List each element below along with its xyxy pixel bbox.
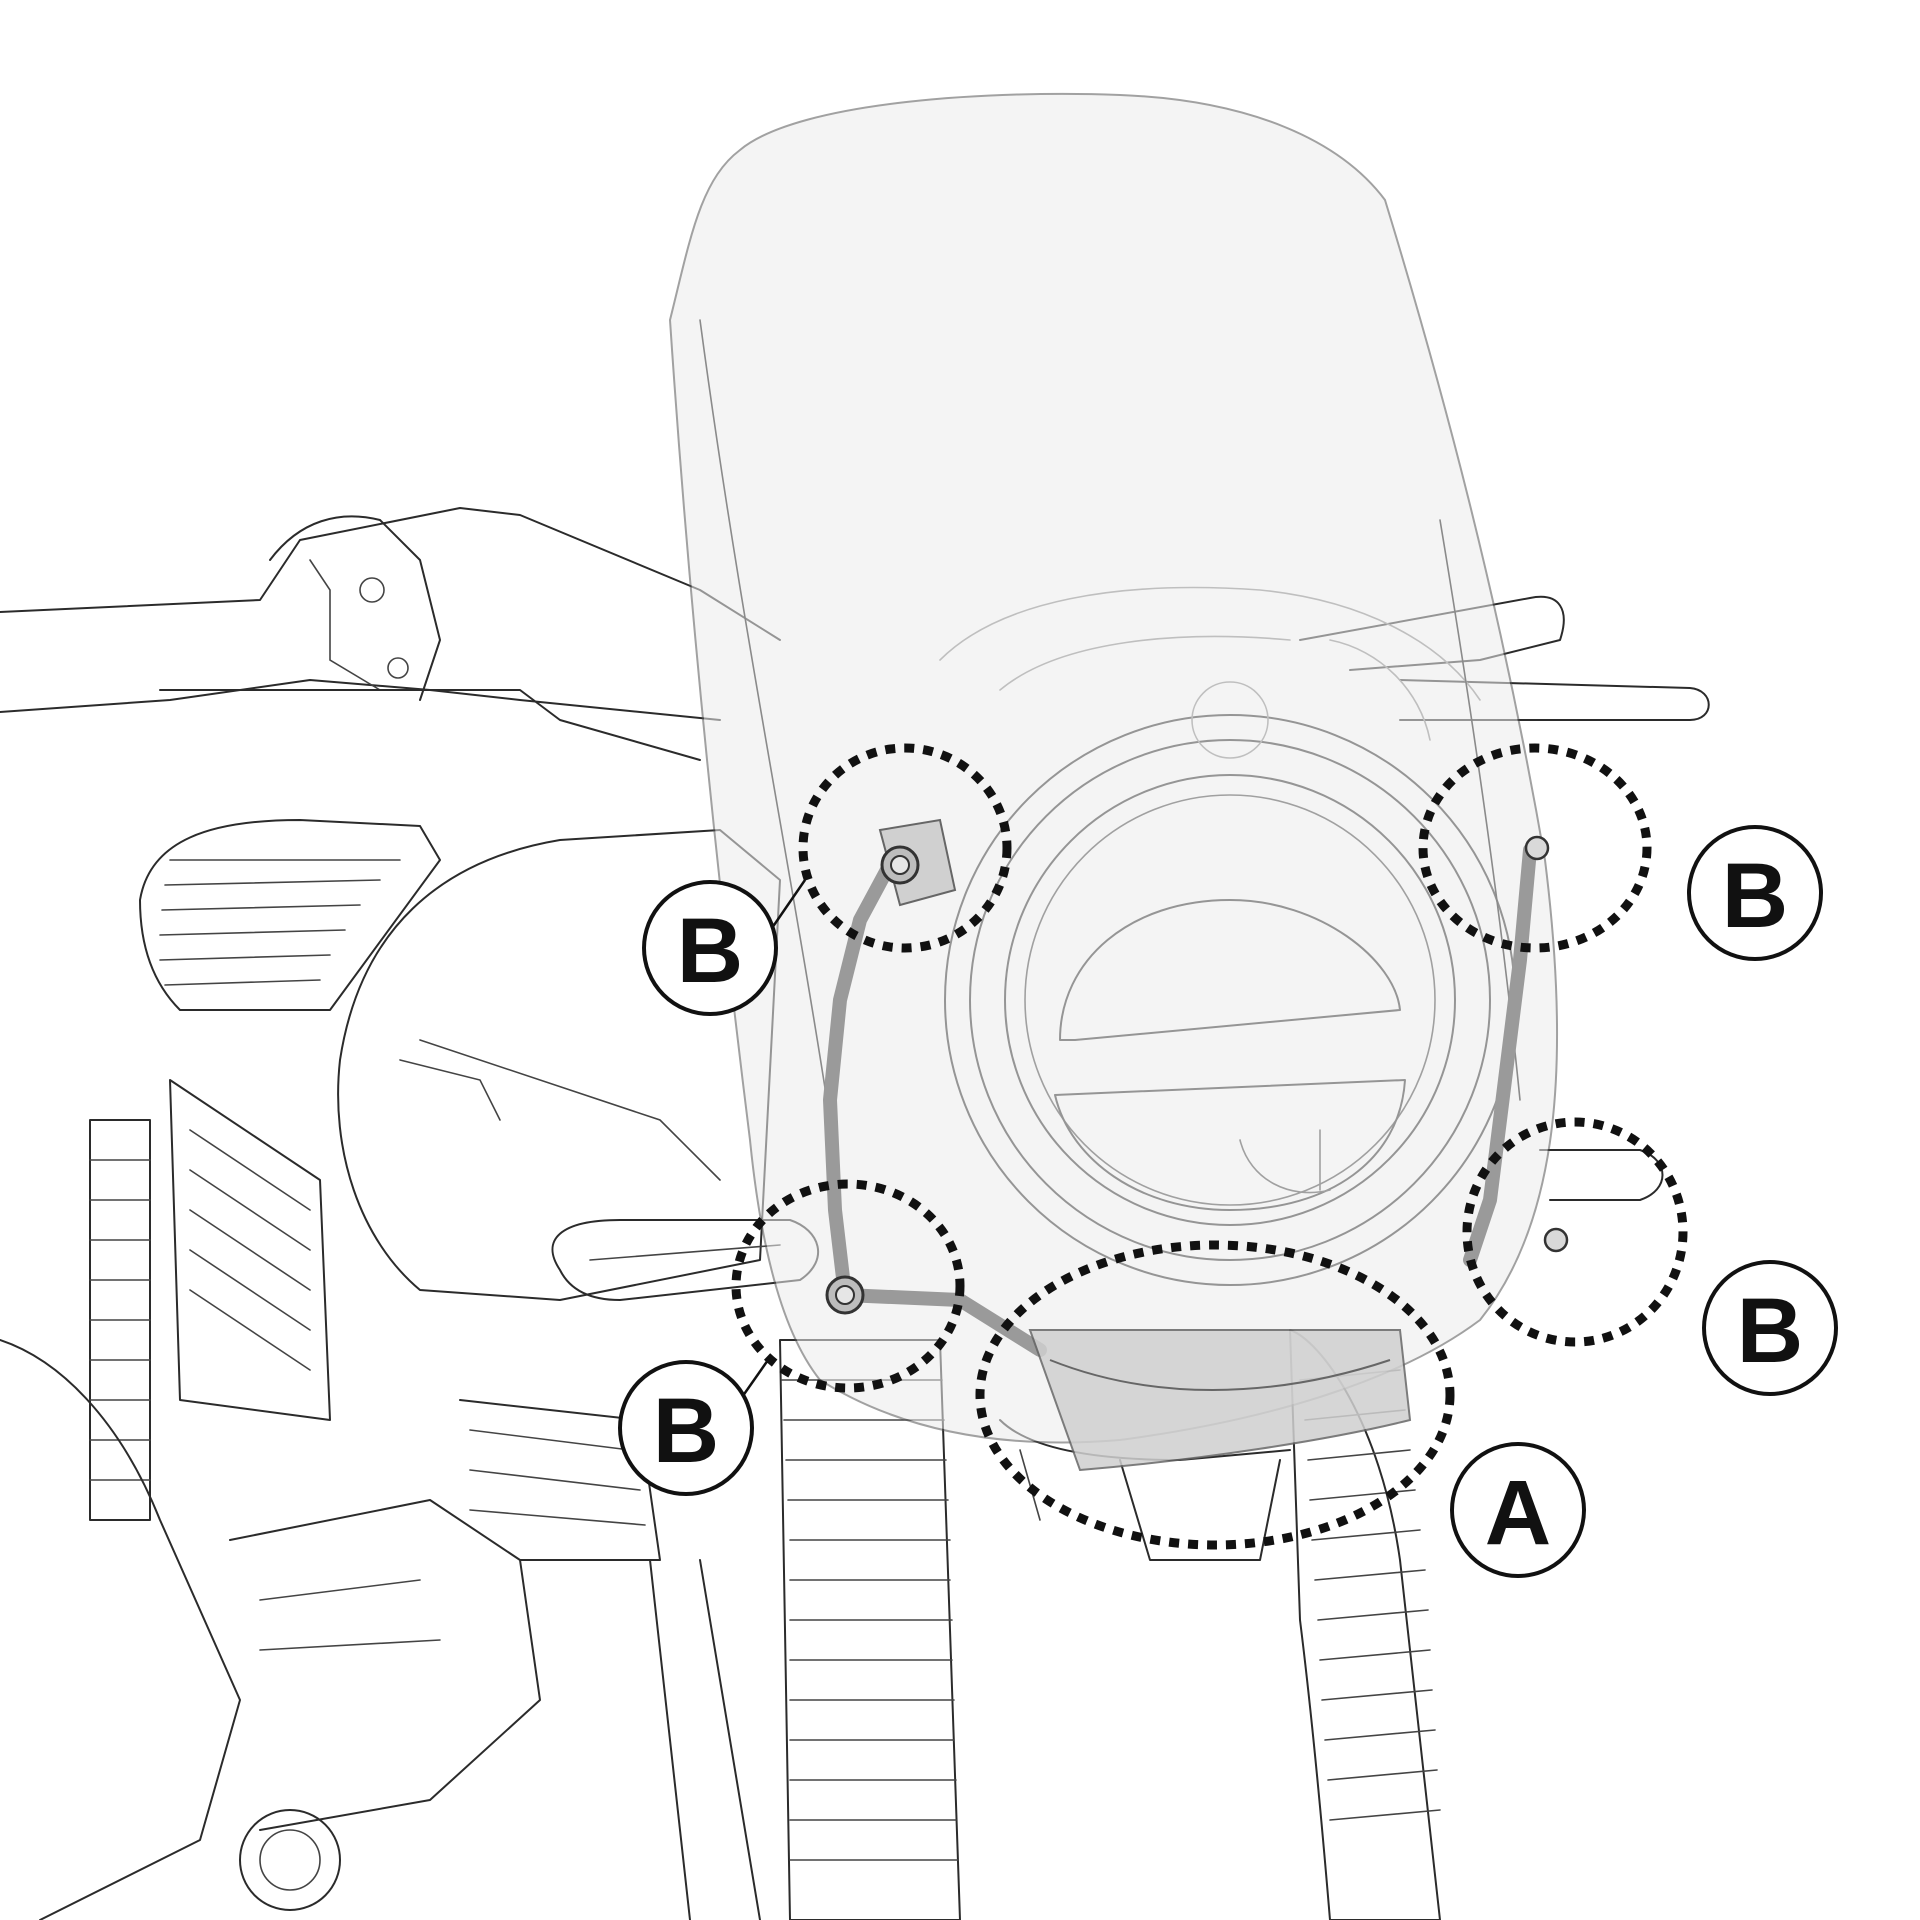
left-handlebar — [0, 507, 781, 761]
label-b-upper-right: B — [1722, 845, 1788, 947]
callout-label-b-lower-left: B — [618, 1360, 754, 1496]
b-upper-right-ring — [1418, 743, 1652, 953]
label-b-lower-right: B — [1737, 1280, 1803, 1382]
a-bottom-ring — [975, 1240, 1455, 1550]
callout-label-b-upper-right: B — [1687, 825, 1823, 961]
b-lower-left-ring — [731, 1179, 965, 1393]
b-lower-right-ring — [1462, 1117, 1688, 1347]
callout-label-a-bottom: A — [1450, 1442, 1586, 1578]
callout-rings — [731, 743, 1688, 1550]
label-a-bottom: A — [1485, 1462, 1551, 1564]
right-indicator — [1539, 1149, 1664, 1201]
b-upper-left-ring — [798, 743, 1012, 953]
lower-engine — [0, 1339, 661, 1920]
callout-label-b-lower-right: B — [1702, 1260, 1838, 1396]
windscreen — [668, 92, 1559, 1444]
label-b-lower-left: B — [653, 1380, 719, 1482]
callout-label-b-upper-left: B — [642, 880, 778, 1016]
mounting-bracket — [823, 818, 1569, 1472]
right-handlebar — [1299, 595, 1710, 721]
label-b-upper-left: B — [677, 900, 743, 1002]
left-spring — [89, 1119, 151, 1521]
leader-lines — [738, 879, 807, 1401]
engine-fins — [139, 819, 441, 1421]
